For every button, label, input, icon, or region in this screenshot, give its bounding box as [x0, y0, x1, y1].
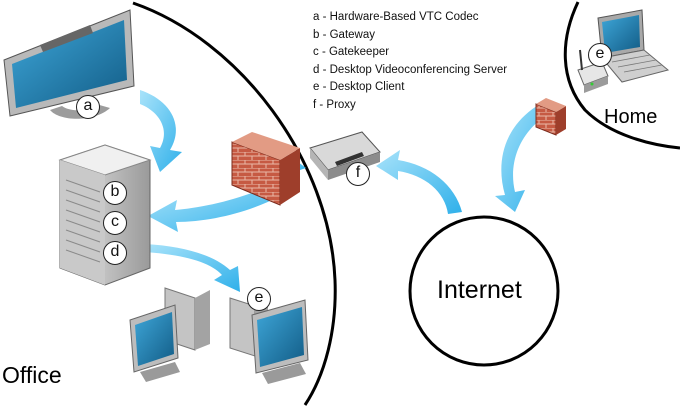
home-boundary	[563, 1, 680, 150]
codec-badge: a	[76, 95, 100, 119]
home-client-badge: e	[588, 43, 612, 67]
legend-item: f - Proxy	[313, 98, 356, 111]
office-client-badge: e	[247, 287, 271, 311]
legend-item: d - Desktop Videoconferencing Server	[313, 63, 508, 76]
legend-item: e - Desktop Client	[313, 81, 405, 94]
home-label: Home	[604, 106, 658, 128]
home-firewall-icon	[535, 98, 566, 136]
legend-item: b - Gateway	[313, 28, 375, 41]
office-firewall-icon	[231, 132, 300, 206]
arrow-codec-to-gateway	[140, 90, 182, 172]
office-desktop-2-icon	[229, 297, 309, 384]
office-label: Office	[2, 362, 62, 388]
office-desktop-1-icon	[129, 287, 210, 382]
internet-cloud	[408, 215, 560, 367]
arrow-home-to-internet	[495, 104, 548, 212]
gatekeeper-badge: c	[103, 211, 127, 235]
legend-item: a - Hardware-Based VTC Codec	[313, 11, 479, 23]
arrow-firewall-to-gatekeeper	[148, 185, 280, 232]
legend: a - Hardware-Based VTC Codec b - Gateway…	[313, 9, 507, 115]
server-badge: d	[103, 241, 127, 265]
home-laptop-icon	[597, 9, 670, 83]
gateway-badge: b	[103, 181, 127, 205]
arrow-server-to-client	[145, 244, 240, 292]
codec-monitor-icon	[3, 9, 135, 119]
office-boundary	[132, 1, 337, 406]
legend-item: c - Gatekeeper	[313, 46, 390, 59]
arrow-internet-to-proxy	[376, 150, 462, 214]
proxy-badge: f	[346, 162, 370, 186]
internet-label: Internet	[437, 276, 522, 304]
